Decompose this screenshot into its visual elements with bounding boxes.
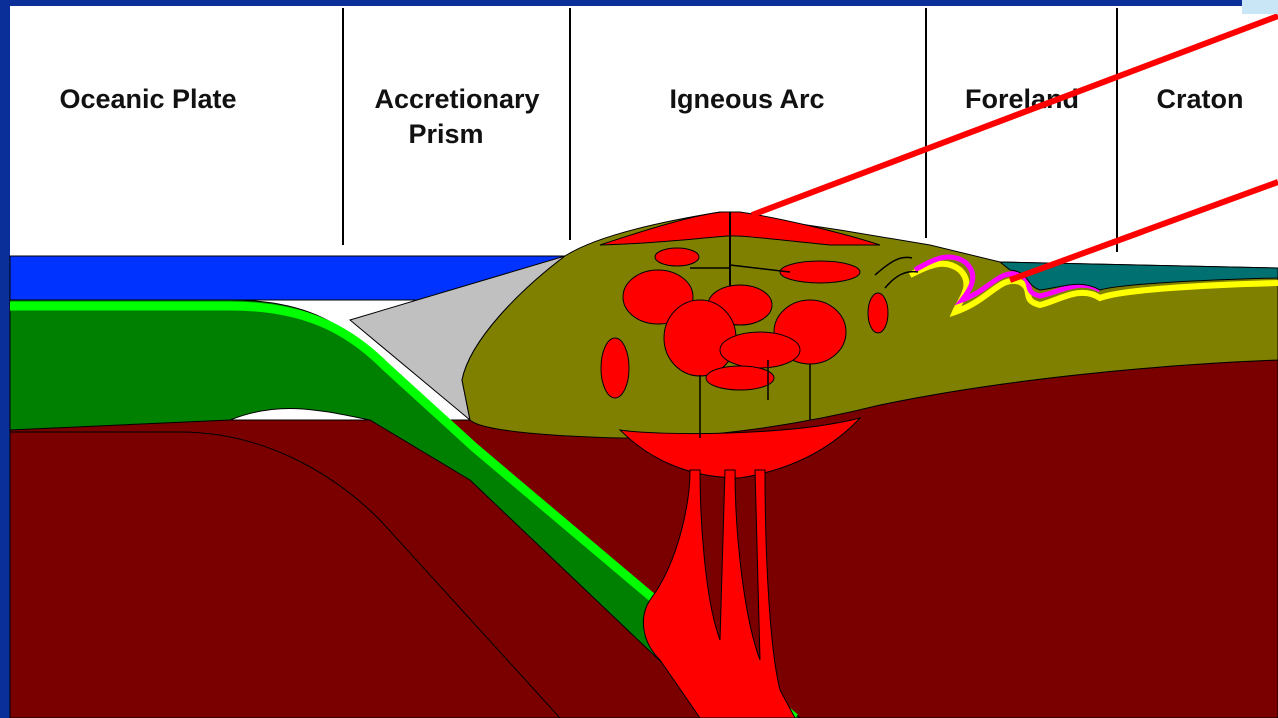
label-oceanic-plate: Oceanic Plate	[59, 84, 236, 114]
label-igneous-arc: Igneous Arc	[669, 84, 824, 114]
label-accretionary-prism-line2: Prism	[408, 119, 483, 149]
pluton	[655, 248, 699, 266]
pluton	[780, 261, 860, 283]
pluton	[664, 300, 736, 376]
pluton	[868, 293, 888, 333]
corner-highlight	[1242, 0, 1278, 14]
pluton	[720, 332, 800, 368]
label-craton: Craton	[1157, 84, 1244, 114]
label-accretionary-prism-line1: Accretionary	[374, 84, 539, 114]
pluton	[706, 366, 774, 390]
pluton	[601, 338, 629, 398]
